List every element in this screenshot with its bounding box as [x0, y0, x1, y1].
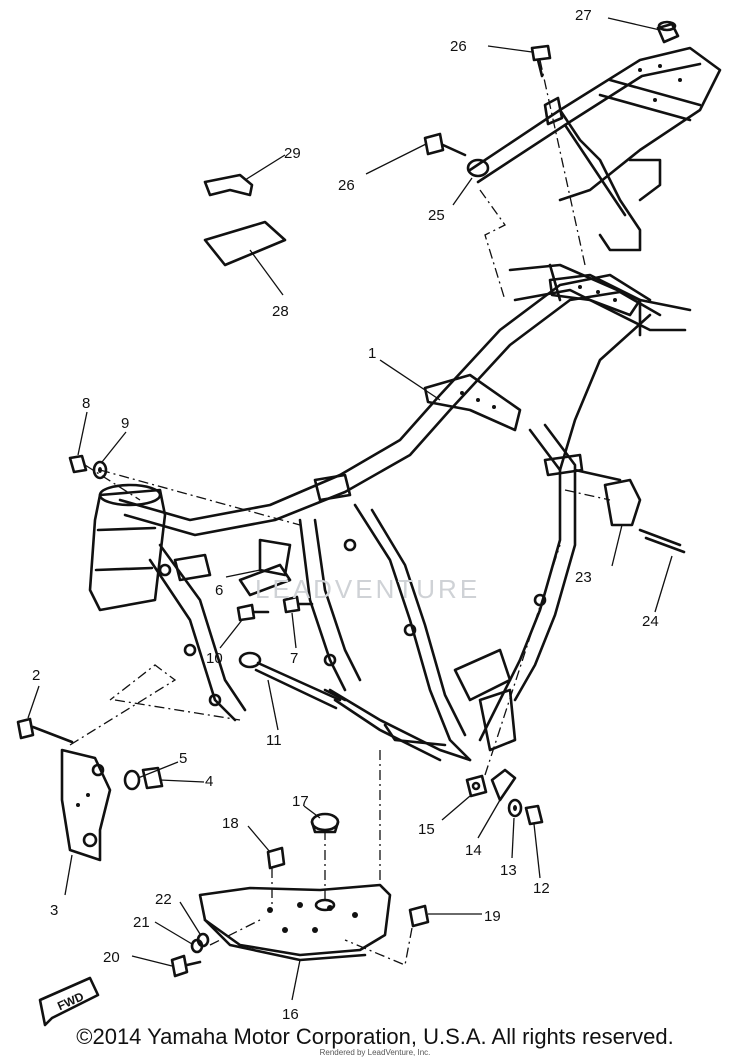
- callout-26: 26: [450, 38, 467, 55]
- callout-16: 16: [282, 1006, 299, 1023]
- callout-13: 13: [500, 862, 517, 879]
- callout-1: 1: [368, 345, 376, 362]
- callout-26: 26: [338, 177, 355, 194]
- callout-25: 25: [428, 207, 445, 224]
- callout-22: 22: [155, 891, 172, 908]
- callout-15: 15: [418, 821, 435, 838]
- center-lines: [69, 59, 611, 966]
- callout-6: 6: [215, 582, 223, 599]
- callout-9: 9: [121, 415, 129, 432]
- small-parts: [16, 20, 686, 1027]
- callout-29: 29: [284, 145, 301, 162]
- callout-20: 20: [103, 949, 120, 966]
- copyright-text: ©2014 Yamaha Motor Corporation, U.S.A. A…: [76, 1024, 674, 1049]
- callout-14: 14: [465, 842, 482, 859]
- callout-3: 3: [50, 902, 58, 919]
- callout-18: 18: [222, 815, 239, 832]
- callout-labels: 27 26 26 25 29 28 1 8 9 6 10 7 11 23 24 …: [32, 7, 659, 1023]
- callout-19: 19: [484, 908, 501, 925]
- callout-5: 5: [179, 750, 187, 767]
- leader-lines: [27, 17, 673, 1001]
- callout-11: 11: [266, 732, 282, 749]
- rear-seat-rail: [466, 46, 722, 252]
- callout-27: 27: [575, 7, 592, 24]
- callout-12: 12: [533, 880, 550, 897]
- callout-10: 10: [206, 650, 223, 667]
- callout-21: 21: [133, 914, 150, 931]
- callout-24: 24: [642, 613, 659, 630]
- watermark: LEADVENTURE: [255, 574, 481, 604]
- callout-2: 2: [32, 667, 40, 684]
- callout-23: 23: [575, 569, 592, 586]
- rendered-by-text: Rendered by LeadVenture, Inc.: [319, 1048, 431, 1057]
- callout-17: 17: [292, 793, 309, 810]
- callout-28: 28: [272, 303, 289, 320]
- callout-8: 8: [82, 395, 90, 412]
- main-frame: [88, 263, 692, 762]
- callout-7: 7: [290, 650, 298, 667]
- callout-4: 4: [205, 773, 213, 790]
